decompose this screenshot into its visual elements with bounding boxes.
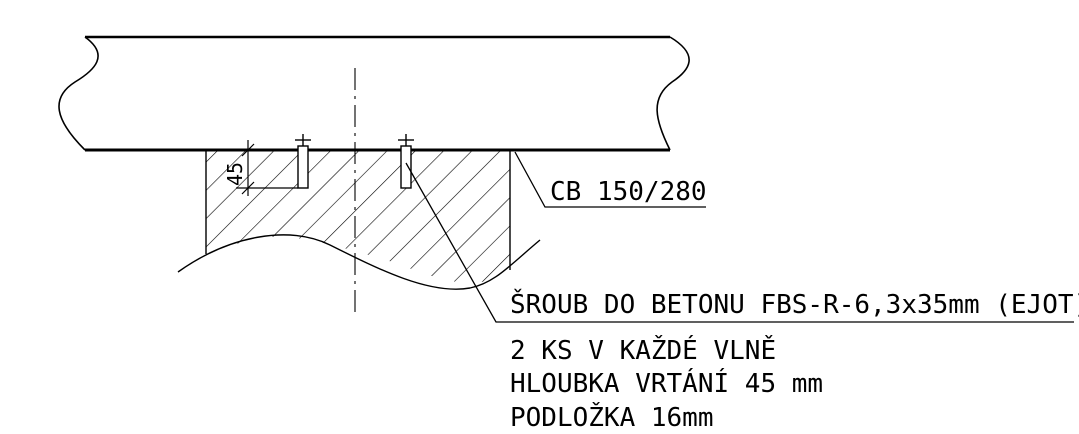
depth-dimension <box>236 140 298 196</box>
sheet-left-break <box>58 36 99 151</box>
concrete-break-line <box>177 234 541 290</box>
dimension-value: 45 <box>223 162 247 186</box>
note-drill-depth: HLOUBKA VRTÁNÍ 45 mm <box>510 367 823 399</box>
note-pieces: 2 KS V KAŽDÉ VLNĚ <box>510 334 776 366</box>
screw-left <box>295 134 311 189</box>
screw-label: ŠROUB DO BETONU FBS-R-6,3x35mm (EJOT) <box>510 288 1079 320</box>
profile-label: CB 150/280 <box>550 177 707 207</box>
sheet-right-break <box>656 36 690 151</box>
screw-leader <box>405 162 1074 323</box>
screw-right <box>398 134 414 189</box>
profile-leader <box>514 151 706 208</box>
trapezoidal-sheet <box>58 35 690 152</box>
note-washer: PODLOŽKA 16mm <box>510 401 714 433</box>
concrete-outline <box>205 149 511 270</box>
